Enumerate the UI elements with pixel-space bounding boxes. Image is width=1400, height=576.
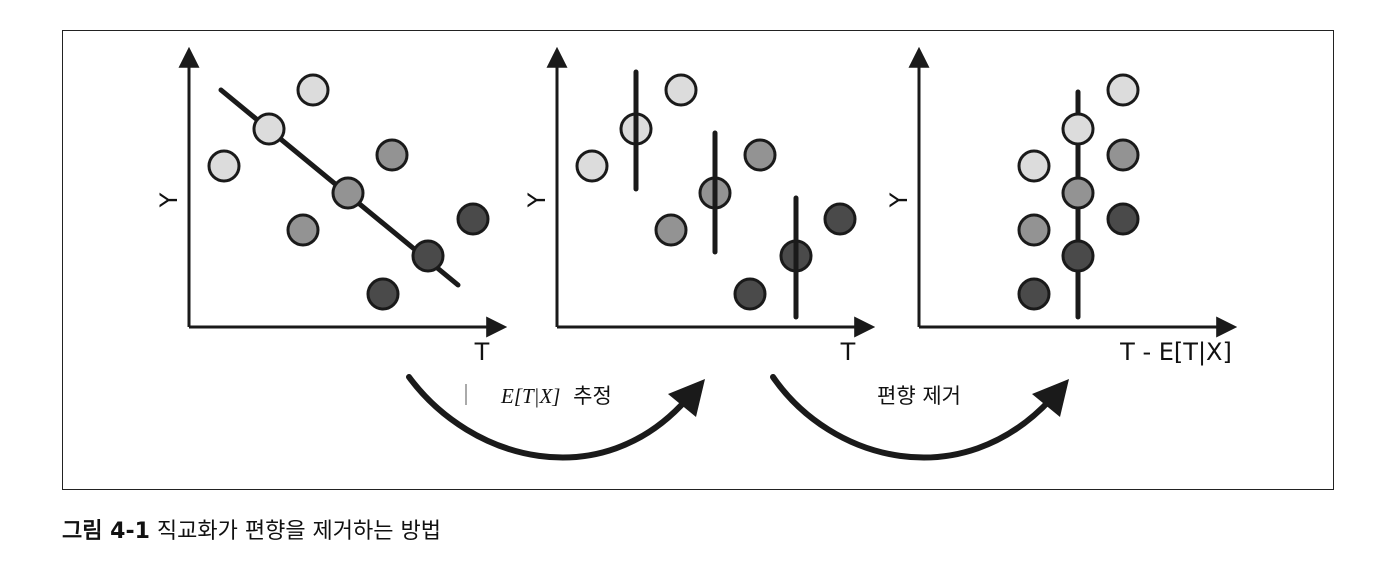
data-point-dark: [1106, 202, 1140, 236]
data-point-mid: [743, 138, 777, 172]
data-point-light: [296, 73, 330, 107]
y-axis-label: Y: [885, 192, 913, 208]
data-point-dark: [366, 277, 400, 311]
data-point-light: [1017, 149, 1051, 183]
x-axis-label: T - E[T|X]: [1119, 338, 1232, 366]
data-points: [1017, 73, 1140, 311]
data-point-dark: [733, 277, 767, 311]
step-arrow-estimate: E[T|X] 추정: [406, 374, 705, 461]
arrow-head-icon: [668, 379, 705, 417]
data-point-dark: [411, 239, 445, 273]
x-axis-label: T: [840, 338, 856, 366]
panel-original: Y T: [155, 46, 508, 366]
curved-arrow: [770, 374, 1054, 461]
data-point-dark: [1017, 277, 1051, 311]
step-arrow-debias: 편향 제거: [770, 374, 1069, 461]
data-point-mid: [375, 138, 409, 172]
data-point-dark: [823, 202, 857, 236]
panel-debiased: Y T - E[T|X]: [885, 46, 1238, 366]
data-point-mid: [1061, 176, 1095, 210]
curved-arrow: [406, 374, 690, 461]
figure-frame: Y T Y T Y T - E[T|X]: [62, 30, 1334, 490]
orthogonalization-diagram: Y T Y T Y T - E[T|X]: [155, 46, 1238, 461]
step-label-estimate: E[T|X] 추정: [500, 384, 612, 408]
data-point-light: [1106, 73, 1140, 107]
data-point-light: [664, 73, 698, 107]
data-point-mid: [1017, 213, 1051, 247]
data-point-mid: [331, 176, 365, 210]
step-label-debias: 편향 제거: [877, 384, 961, 408]
caption-number: 그림 4-1: [62, 519, 150, 544]
data-point-light: [575, 149, 609, 183]
data-points: [207, 73, 490, 311]
step-label-text: 추정: [573, 384, 612, 408]
y-axis-label: Y: [523, 192, 551, 208]
caption-text: 직교화가 편향을 제거하는 방법: [156, 519, 441, 544]
data-point-mid: [286, 213, 320, 247]
arrow-head-icon: [1032, 379, 1069, 417]
residual-bars: [633, 69, 799, 320]
data-point-dark: [1061, 239, 1095, 273]
data-point-light: [207, 149, 241, 183]
panel-estimated: Y T: [523, 46, 876, 366]
figure-caption: 그림 4-1 직교화가 편향을 제거하는 방법: [62, 513, 441, 545]
data-point-mid: [654, 213, 688, 247]
data-point-light: [252, 112, 286, 146]
step-label-math: E[T|X]: [500, 384, 560, 408]
data-point-dark: [456, 202, 490, 236]
y-axis-label: Y: [155, 192, 183, 208]
x-axis-label: T: [474, 338, 490, 366]
data-point-light: [1061, 112, 1095, 146]
data-point-mid: [1106, 138, 1140, 172]
